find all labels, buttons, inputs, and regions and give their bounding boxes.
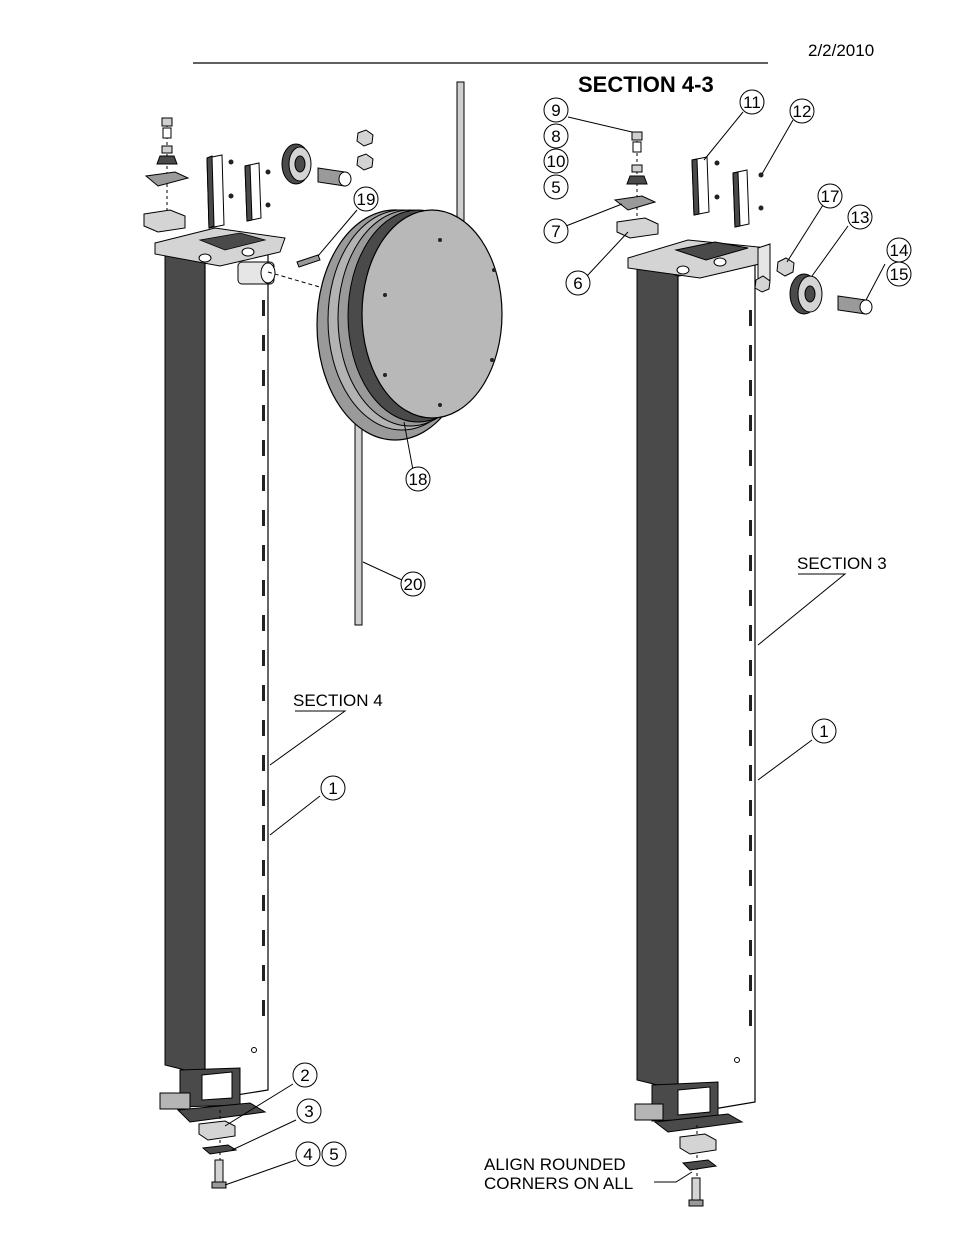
drum-part-18: [316, 209, 503, 441]
drawing-date: 2/2/2010: [808, 41, 874, 60]
callout-20: 20: [404, 575, 423, 594]
callout-5-bottom: 5: [329, 1145, 338, 1164]
right-top-hardware: [613, 131, 873, 315]
callout-8: 8: [551, 127, 560, 146]
pin-part-19: [296, 254, 321, 268]
left-column-section-4: [154, 227, 286, 1123]
label-section-4: SECTION 4: [293, 691, 383, 710]
right-column-section-3: [627, 239, 771, 1133]
left-top-hardware: [143, 117, 374, 291]
callout-17: 17: [821, 187, 840, 206]
note-line-2: CORNERS ON ALL: [484, 1174, 633, 1193]
callout-9: 9: [551, 101, 560, 120]
callout-4: 4: [303, 1145, 312, 1164]
callout-13: 13: [851, 208, 870, 227]
left-bottom-hardware: [198, 1110, 238, 1189]
callout-19: 19: [357, 190, 376, 209]
callout-18: 18: [409, 470, 428, 489]
callout-11: 11: [743, 93, 761, 112]
callout-7: 7: [551, 222, 560, 241]
note-line-1: ALIGN ROUNDED: [484, 1155, 626, 1174]
right-bottom-hardware: [679, 1125, 718, 1207]
leader-lines: [224, 111, 886, 1186]
callout-2: 2: [300, 1066, 309, 1085]
callout-1-left: 1: [328, 779, 337, 798]
drawing-title: SECTION 4-3: [578, 72, 714, 97]
callout-6: 6: [573, 274, 582, 293]
callout-12: 12: [793, 102, 812, 121]
callout-1-right: 1: [819, 722, 828, 741]
callout-5-top: 5: [551, 178, 560, 197]
callout-15: 15: [890, 265, 909, 284]
callout-3: 3: [304, 1102, 313, 1121]
label-section-3: SECTION 3: [797, 554, 887, 573]
callout-10: 10: [547, 152, 566, 171]
callout-14: 14: [890, 241, 909, 260]
callout-balloons: [292, 89, 912, 1167]
